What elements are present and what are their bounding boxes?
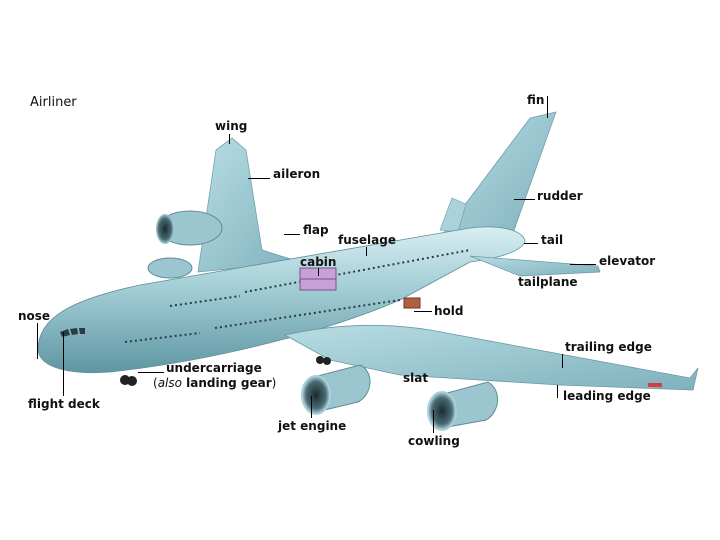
label-flight-deck: flight deck [28, 397, 100, 411]
near-wing [283, 325, 699, 391]
leader-wing [229, 134, 230, 144]
label-landing-gear: (also landing gear) [153, 376, 276, 390]
leader-fuselage [366, 247, 367, 256]
label-tail: tail [541, 233, 564, 247]
label-leading-edge: leading edge [563, 389, 651, 403]
diagram-title: Airliner [30, 95, 77, 110]
leader-trailing-edge [562, 354, 563, 368]
label-fuselage: fuselage [338, 233, 396, 247]
leader-leading-edge [557, 385, 558, 398]
label-cowling: cowling [408, 434, 460, 448]
paren-open: ( [153, 376, 158, 390]
label-cabin: cabin [300, 255, 337, 269]
leader-fin [547, 96, 548, 118]
label-hold: hold [434, 304, 464, 318]
leader-rudder [514, 199, 535, 200]
label-jet-engine: jet engine [278, 419, 347, 433]
leader-aileron [248, 178, 270, 179]
leader-jet-engine [311, 396, 312, 418]
leader-flight-deck [63, 332, 64, 396]
far-wing [197, 137, 301, 273]
label-aileron: aileron [273, 167, 321, 181]
also-text: also [157, 376, 182, 390]
leader-undercarriage [138, 372, 164, 373]
label-wing: wing [215, 119, 248, 133]
label-fin: fin [527, 93, 545, 107]
label-rudder: rudder [537, 189, 583, 203]
leader-cabin [318, 268, 319, 276]
leader-flap [284, 234, 300, 235]
far-engine-2 [147, 257, 193, 279]
label-tailplane: tailplane [518, 275, 578, 289]
label-elevator: elevator [599, 254, 656, 268]
leader-nose [37, 323, 38, 359]
label-undercarriage: undercarriage [166, 361, 262, 375]
leader-tail [524, 243, 538, 244]
leader-cowling [433, 410, 434, 433]
leader-hold [414, 311, 432, 312]
hold-cutaway [403, 297, 421, 309]
leader-elevator [570, 264, 596, 265]
tailplane-shape [469, 255, 601, 277]
label-nose: nose [18, 309, 51, 323]
landing-gear-text: landing gear [186, 376, 272, 390]
label-trailing-edge: trailing edge [565, 340, 652, 354]
label-slat: slat [403, 371, 429, 385]
label-flap: flap [303, 223, 329, 237]
paren-close: ) [271, 376, 277, 390]
